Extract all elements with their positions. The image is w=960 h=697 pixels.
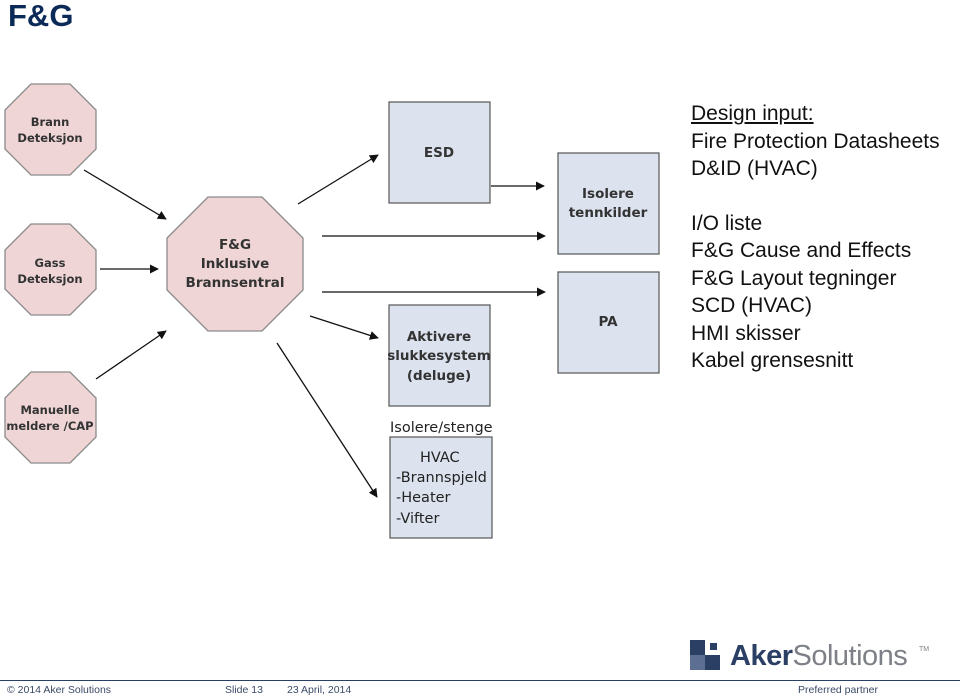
aktivere-line2: slukkesystem bbox=[387, 348, 491, 364]
arrow-brann-to-central bbox=[83, 169, 167, 220]
design-input-list: Design input: Fire Protection Datasheets… bbox=[691, 100, 940, 375]
slide-title: F&G bbox=[8, 0, 74, 33]
footer-copyright: © 2014 Aker Solutions bbox=[7, 684, 112, 696]
pa-label: PA bbox=[598, 314, 618, 330]
gass-label-line1: Gass bbox=[35, 256, 66, 270]
aktivere-line1: Aktivere bbox=[407, 329, 471, 345]
hvac-item-heater: -Heater bbox=[396, 490, 451, 506]
central-label-line1: F&G bbox=[219, 237, 251, 253]
arrow-central-to-aktivere bbox=[309, 315, 379, 340]
arrow-manuelle-to-central bbox=[95, 330, 167, 380]
footer-date: 23 April, 2014 bbox=[287, 684, 352, 696]
central-label-line2: Inklusive bbox=[201, 256, 269, 272]
gass-detection-node: Gass Deteksjon bbox=[4, 223, 97, 316]
aktivere-line3: (deluge) bbox=[407, 368, 471, 384]
logo-trademark: TM bbox=[919, 646, 930, 653]
isolere-tenn-line1: Isolere bbox=[582, 186, 634, 202]
pa-node: PA bbox=[557, 271, 660, 374]
design-input-item: Kabel grensesnitt bbox=[691, 349, 854, 372]
design-input-item: F&G Cause and Effects bbox=[691, 239, 912, 262]
design-input-item: F&G Layout tegninger bbox=[691, 266, 897, 290]
manuelle-detection-node: Manuelle meldere /CAP bbox=[4, 371, 97, 464]
logo-solutions-text: Solutions bbox=[792, 640, 908, 672]
isolere-tenn-line2: tennkilder bbox=[569, 205, 648, 221]
esd-node: ESD bbox=[388, 101, 491, 204]
design-input-item: SCD (HVAC) bbox=[691, 294, 812, 317]
gass-label-line2: Deteksjon bbox=[17, 272, 82, 286]
hvac-item-brannspjeld: -Brannspjeld bbox=[396, 470, 487, 486]
brann-label-line1: Brann bbox=[31, 115, 70, 129]
hvac-title: HVAC bbox=[420, 450, 460, 466]
aker-logo-mark-icon bbox=[690, 640, 720, 670]
hvac-node: HVAC -Brannspjeld -Heater -Vifter bbox=[389, 436, 493, 539]
esd-label: ESD bbox=[424, 145, 454, 161]
footer-slide-number: Slide 13 bbox=[225, 684, 263, 696]
design-input-item: D&ID (HVAC) bbox=[691, 157, 818, 180]
manuelle-label-line2: meldere /CAP bbox=[6, 419, 93, 433]
design-input-item: HMI skisser bbox=[691, 321, 801, 345]
aker-solutions-logo: AkerSolutions TM bbox=[690, 640, 930, 674]
footer-partner: Preferred partner bbox=[798, 684, 878, 696]
isolere-stenge-label: Isolere/stenge bbox=[390, 420, 493, 436]
isolere-tennkilder-node: Isolere tennkilder bbox=[557, 152, 660, 255]
manuelle-label-line1: Manuelle bbox=[20, 403, 79, 417]
hvac-item-vifter: -Vifter bbox=[396, 511, 439, 527]
fg-central-node: F&G Inklusive Brannsentral bbox=[166, 196, 304, 332]
arrow-central-to-hvac bbox=[276, 342, 378, 498]
arrow-central-to-esd bbox=[297, 154, 379, 205]
design-input-item: I/O liste bbox=[691, 211, 763, 235]
aktivere-slukkesystem-node: Aktivere slukkesystem (deluge) bbox=[387, 304, 491, 407]
design-input-heading: Design input: bbox=[691, 102, 814, 125]
brann-detection-node: Brann Deteksjon bbox=[4, 83, 97, 176]
central-label-line3: Brannsentral bbox=[186, 275, 285, 291]
brann-label-line2: Deteksjon bbox=[17, 131, 82, 145]
logo-aker-text: Aker bbox=[730, 640, 793, 672]
design-input-item: Fire Protection Datasheets bbox=[691, 129, 940, 153]
slide-footer: © 2014 Aker Solutions Slide 13 23 April,… bbox=[0, 680, 960, 697]
